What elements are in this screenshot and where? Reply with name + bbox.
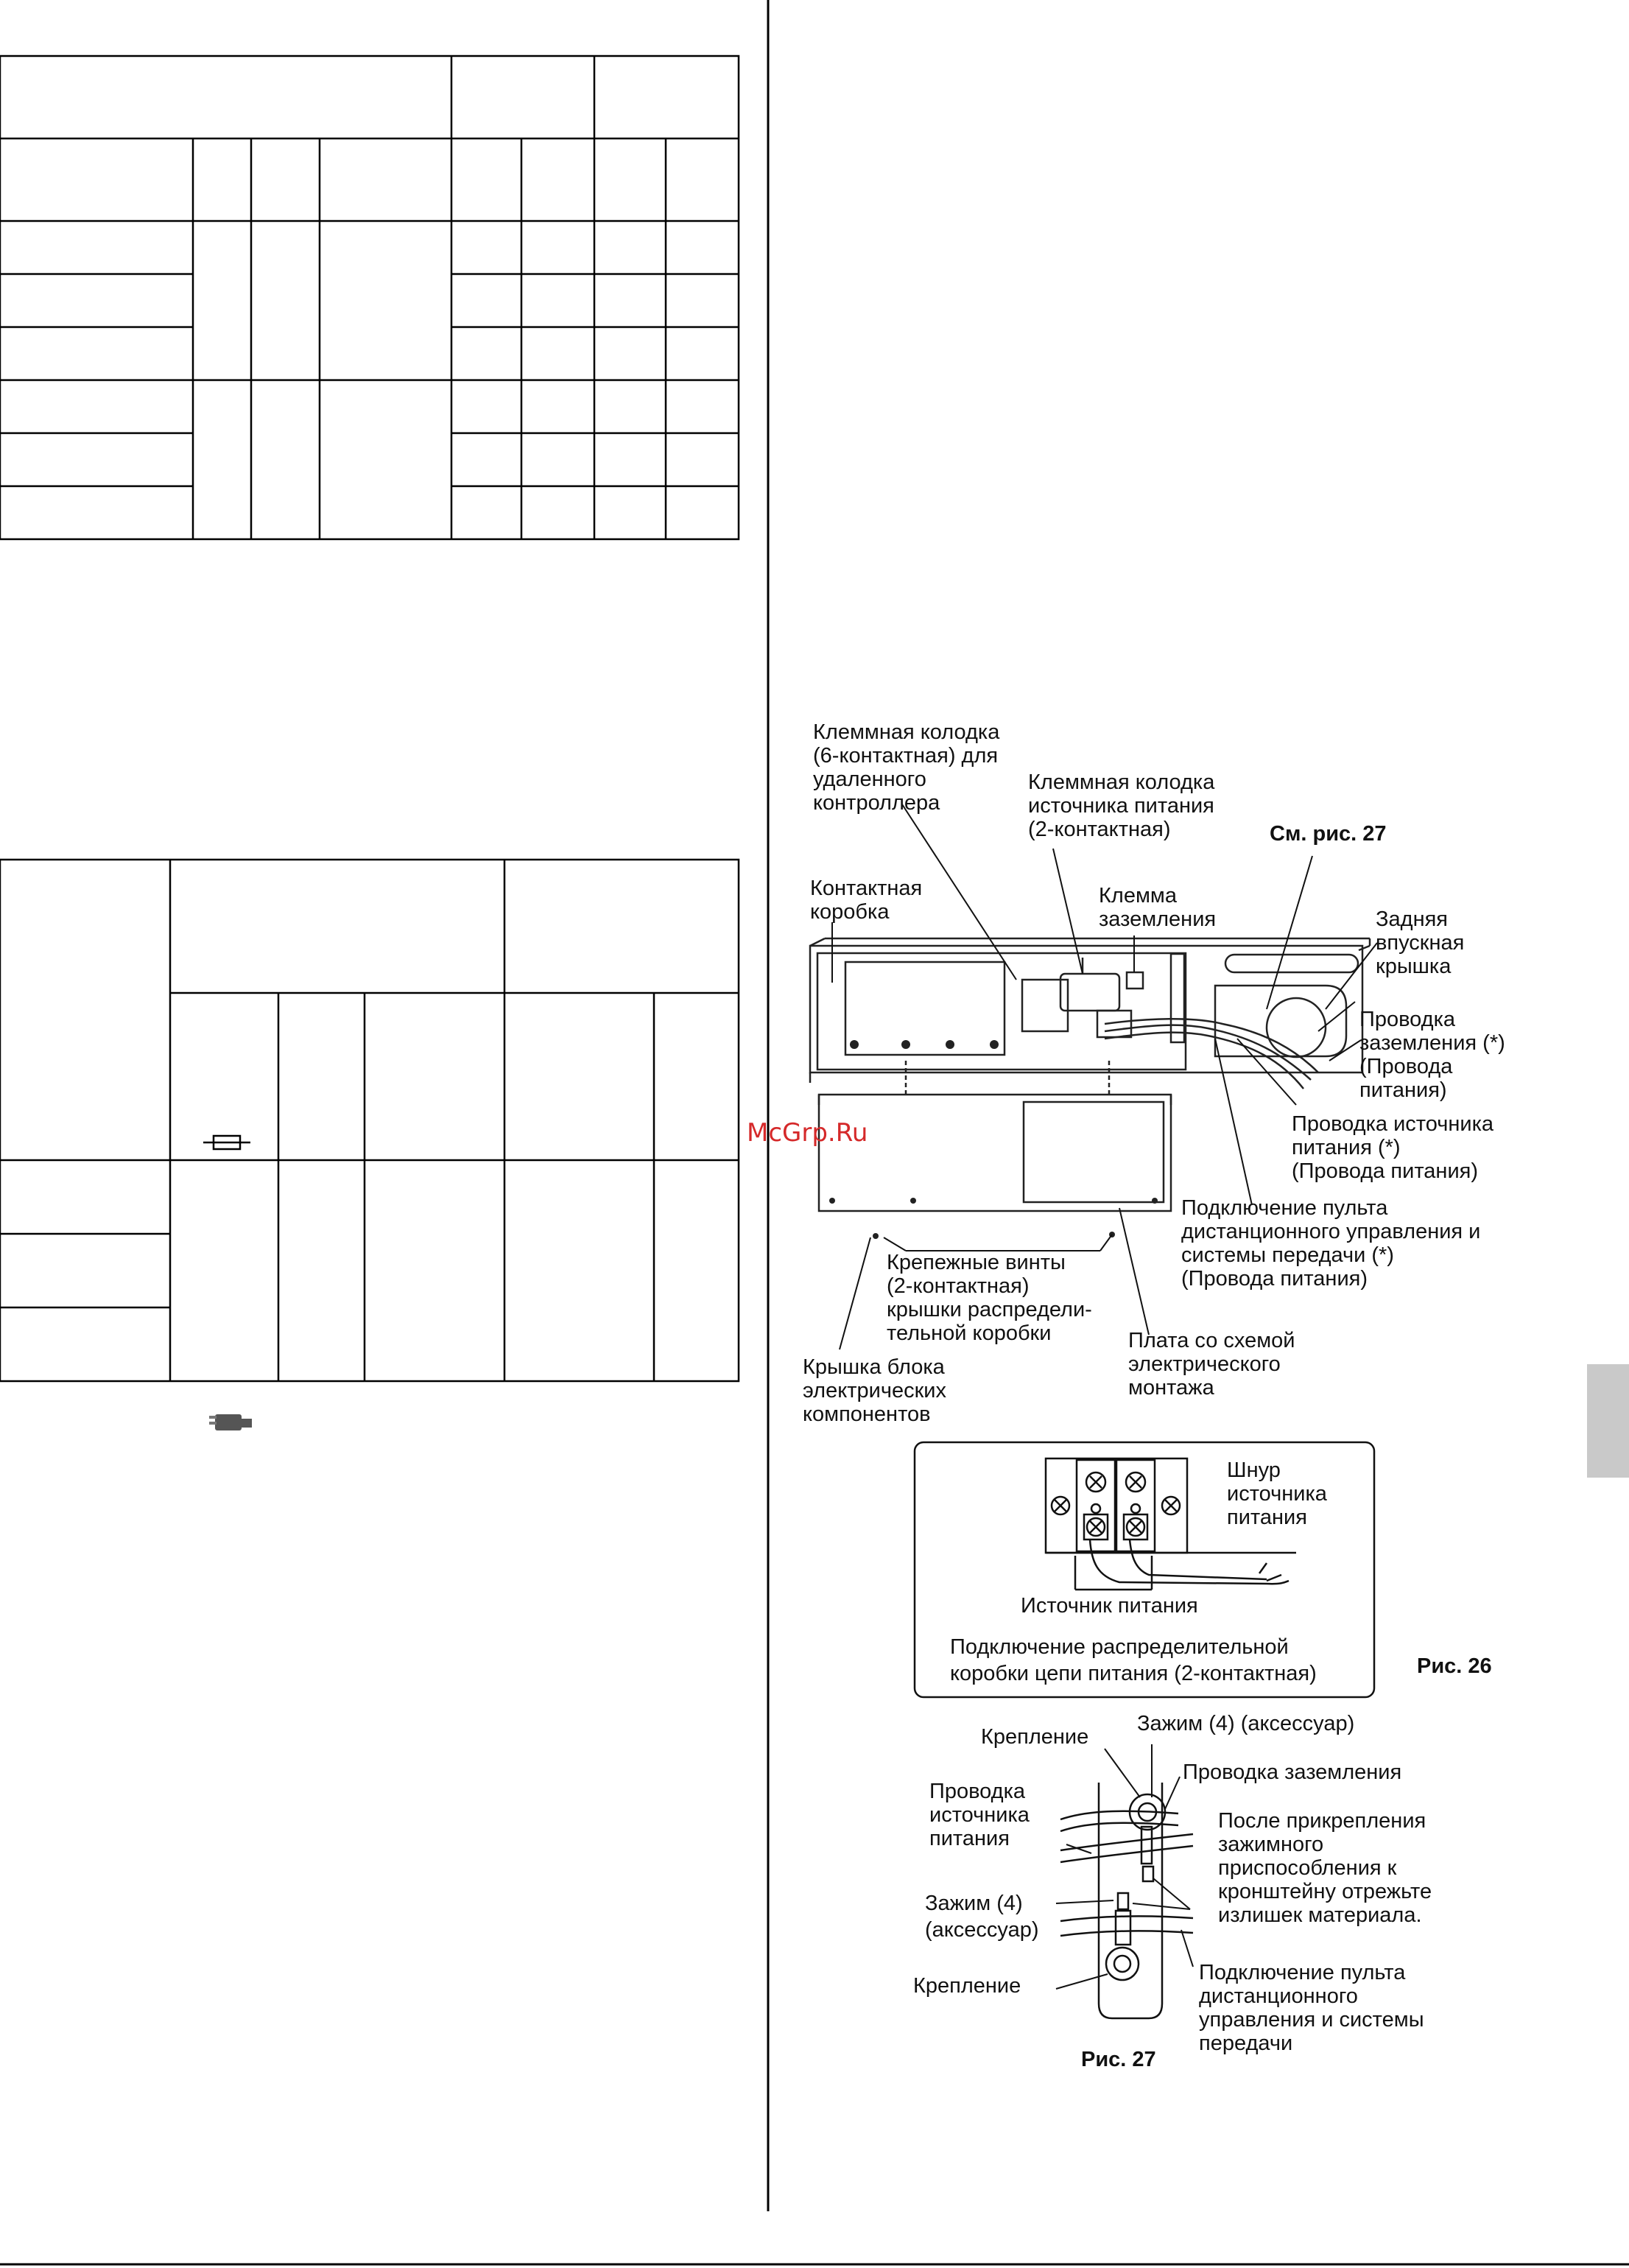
unit-screws	[829, 1040, 1158, 1239]
callout-ground-terminal: Клемма заземления	[1099, 884, 1217, 931]
fig27-clamp-top: Зажим (4) (аксессуар)	[1137, 1712, 1355, 1735]
fig27-remote: Подключение пульта дистанционного управл…	[1199, 1961, 1424, 2055]
callout-contact-box: Контактная коробка	[810, 877, 923, 924]
fig26-terminal-block	[1044, 1457, 1296, 1591]
callout-terminal-2p: Клеммная колодка источника питания (2-ко…	[1028, 770, 1215, 841]
fig27-leaders	[1055, 1744, 1194, 1990]
fig26-label: Рис. 26	[1417, 1654, 1492, 1678]
callout-remote-connection: Подключение пульта дистанционного управл…	[1181, 1196, 1481, 1291]
fig27-power-wiring: Проводка источника питания	[929, 1780, 1030, 1850]
callout-ground-wiring: Проводка заземления (*) (Провода питания…	[1359, 1008, 1505, 1102]
watermark-text: McGrp.Ru	[747, 1118, 868, 1148]
fig26-cord-label: Шнур источника питания	[1227, 1458, 1327, 1529]
fig27-clamp-left: Зажим (4) (аксессуар)	[925, 1892, 1039, 1942]
table-2	[0, 858, 740, 1383]
fig27-label: Рис. 27	[1081, 2048, 1156, 2071]
callout-fixing-screws: Крепежные винты (2-контактная) крышки ра…	[887, 1251, 1092, 1345]
fuse-symbol	[203, 1134, 250, 1151]
callout-power-wiring: Проводка источника питания (*) (Провода …	[1292, 1112, 1494, 1183]
fig26-source-label: Источник питания	[1021, 1594, 1198, 1618]
fig27-after-attach: После прикрепления зажимного приспособле…	[1218, 1809, 1432, 1927]
callout-unit-cover: Крышка блока электрических компонентов	[803, 1355, 946, 1426]
fig27-bracket	[1060, 1783, 1194, 2020]
fig26-frame	[913, 1441, 1376, 1699]
unit-drawing	[809, 937, 1371, 1212]
fig27-mount-top: Крепление	[981, 1725, 1089, 1749]
fig26-caption: Подключение распределительной коробки це…	[950, 1635, 1317, 1685]
hand-pointer-icon	[209, 1414, 252, 1430]
table-1	[0, 55, 740, 541]
callout-terminal-6p: Клеммная колодка (6-контактная) для удал…	[813, 720, 1000, 815]
callout-see-fig27: См. рис. 27	[1270, 822, 1387, 846]
callout-leaders	[831, 804, 1378, 1350]
fig27-ground-wiring: Проводка заземления	[1183, 1760, 1402, 1784]
callout-wiring-board: Плата со схемой электрического монтажа	[1128, 1329, 1295, 1400]
callout-rear-cover: Задняя впускная крышка	[1376, 907, 1465, 978]
side-thumb-tab	[1587, 1364, 1629, 1478]
fig27-mount-bottom: Крепление	[913, 1974, 1021, 1998]
